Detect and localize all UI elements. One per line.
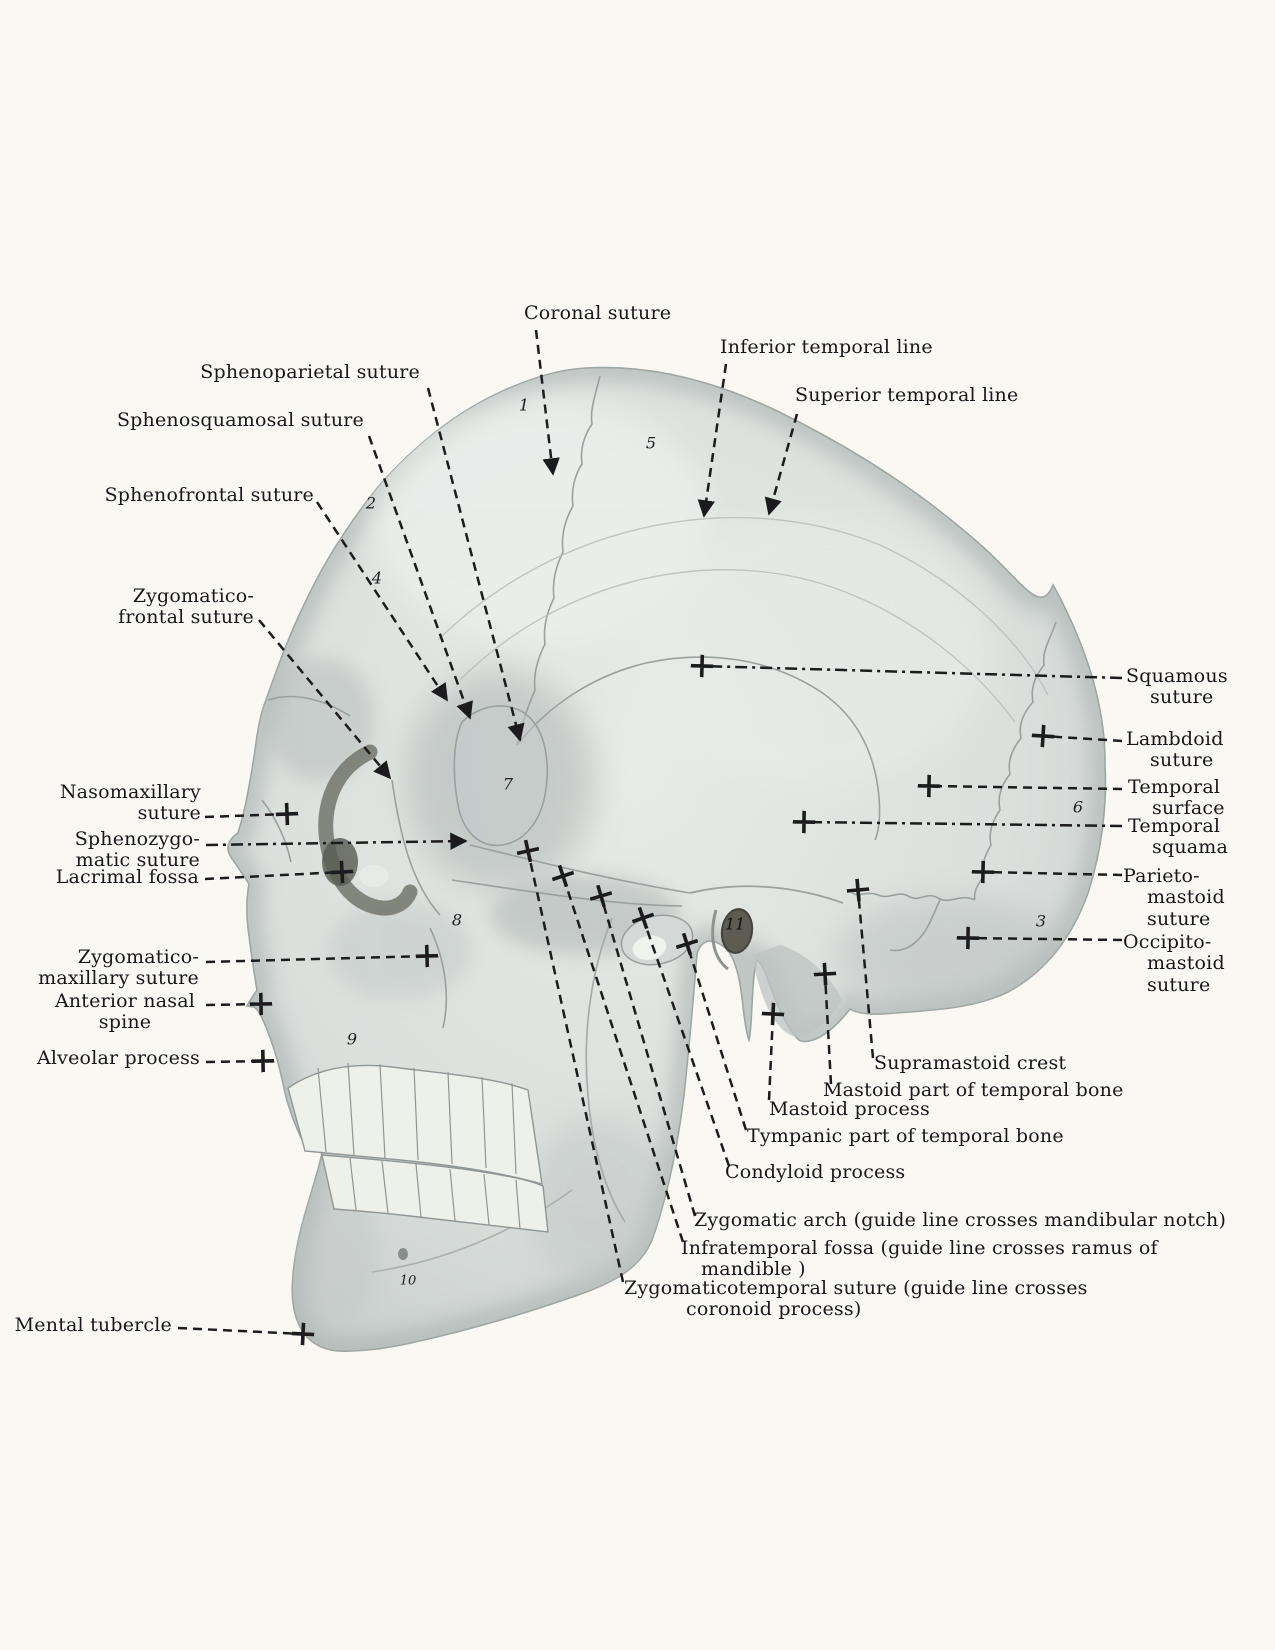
label-lacrimal-fossa: Lacrimal fossa	[55, 866, 199, 888]
figure-number-2: 2	[365, 493, 377, 513]
mental-foramen	[398, 1248, 408, 1260]
leader-sphenosquamosal-suture	[367, 435, 473, 720]
leader-lines	[177, 329, 1123, 1346]
teeth	[287, 1062, 549, 1233]
teeth-separators	[317, 1062, 521, 1230]
leader-mastoid-part	[813, 962, 837, 1085]
leader-sphenoparietal-suture	[426, 387, 525, 742]
label-parietomastoid-suture: Parieto- mastoid suture	[1123, 865, 1225, 930]
label-mental-tubercle: Mental tubercle	[14, 1314, 172, 1336]
brow-line	[267, 695, 351, 717]
superior-temporal-line-curve	[437, 516, 1049, 696]
leader-infratemporal-fossa	[551, 864, 685, 1243]
leader-nasomaxillary-suture	[204, 802, 299, 826]
label-lambdoid-suture: Lambdoid suture	[1126, 728, 1224, 772]
label-coronal-suture: Coronal suture	[524, 302, 672, 324]
leader-alveolar-process	[205, 1049, 275, 1073]
ear-canal	[720, 908, 754, 954]
label-zygomaticomaxillary-suture: Zygomatico- maxillary suture	[38, 946, 199, 990]
leader-squamous-suture	[690, 654, 1123, 680]
leader-sphenofrontal-suture	[315, 501, 449, 702]
label-infratemporal-fossa: Infratemporal fossa (guide line crosses …	[681, 1237, 1158, 1281]
label-alveolar-process: Alveolar process	[36, 1047, 200, 1069]
occipitomastoid-squiggle	[889, 899, 941, 952]
label-sphenosquamosal-suture: Sphenosquamosal suture	[116, 409, 364, 431]
leader-temporal-surface	[917, 774, 1123, 798]
leader-parietomastoid-suture	[971, 860, 1123, 884]
leader-zygomatic-arch	[589, 884, 697, 1217]
inferior-temporal-line-curve	[459, 569, 1016, 723]
label-supramastoid-crest: Supramastoid crest	[874, 1052, 1067, 1074]
zygomatic-arch-lower-line	[451, 879, 683, 907]
squamous-suture-line	[516, 656, 881, 841]
orbit-highlight	[359, 865, 389, 887]
label-temporal-squama: Temporal squama	[1128, 815, 1229, 859]
coronal-suture-line	[516, 375, 601, 746]
leader-lambdoid-suture	[1031, 724, 1123, 748]
figure-number-11: 11	[724, 914, 746, 934]
label-mastoid-process: Mastoid process	[769, 1098, 930, 1120]
label-temporal-surface: Temporal surface	[1128, 776, 1225, 820]
leader-supramastoid-crest	[846, 878, 875, 1059]
figure-number-7: 7	[502, 774, 514, 794]
label-sphenozygomatic-suture: Sphenozygo- matic suture	[74, 828, 200, 872]
leader-temporal-squama	[792, 810, 1123, 834]
figure-number-4: 4	[371, 568, 383, 588]
label-mastoid-part-of-temporal-bone: Mastoid part of temporal bone	[823, 1079, 1124, 1101]
label-superior-temporal-line: Superior temporal line	[795, 384, 1019, 406]
teeth-lower	[321, 1154, 549, 1233]
label-zygomaticofrontal-suture: Zygomatico- frontal suture	[118, 585, 254, 629]
figure-number-3: 3	[1035, 911, 1047, 931]
leader-anterior-nasal-spine	[205, 992, 273, 1016]
leader-coronal-suture	[534, 329, 560, 476]
figure-number-10: 10	[399, 1273, 417, 1289]
figure-number-9: 9	[346, 1029, 358, 1049]
figure-number-6: 6	[1072, 797, 1084, 817]
label-sphenoparietal-suture: Sphenoparietal suture	[200, 361, 420, 383]
orbital-rim-line	[391, 779, 441, 916]
label-sphenofrontal-suture: Sphenofrontal suture	[104, 484, 314, 506]
nasal-face-line	[261, 799, 292, 863]
leader-zygomaticomaxillary-suture	[205, 944, 439, 968]
label-nasomaxillary-suture: Nasomaxillary suture	[59, 781, 201, 825]
leader-occipitomastoid-suture	[956, 926, 1123, 950]
zygomatic-arch-upper-line	[469, 844, 691, 894]
ear-rim-line	[711, 909, 729, 971]
figure-number-5: 5	[645, 433, 657, 453]
leader-sphenozygomatic-suture	[205, 832, 468, 850]
leader-mental-tubercle	[177, 1322, 315, 1346]
label-condyloid-process: Condyloid process	[725, 1161, 906, 1183]
leader-superior-temporal-line	[764, 413, 799, 516]
label-occipitomastoid-suture: Occipito- mastoid suture	[1123, 931, 1225, 996]
figure-number-8: 8	[451, 910, 463, 930]
label-squamous-suture: Squamous suture	[1126, 665, 1228, 709]
label-zygomaticotemporal-suture: Zygomaticotemporal suture (guide line cr…	[624, 1277, 1088, 1321]
supramastoid-crest-line	[689, 885, 844, 904]
zygomaticomaxillary-line	[429, 927, 448, 1029]
mandible-oblique-line	[371, 1189, 573, 1273]
leader-zygomaticofrontal-suture	[258, 619, 392, 780]
teeth-upper	[287, 1064, 543, 1185]
label-inferior-temporal-line: Inferior temporal line	[720, 336, 933, 358]
ramus-anterior-border	[585, 917, 626, 1223]
leader-zygomaticotemporal-suture	[516, 839, 625, 1283]
leader-mastoid-process	[761, 1002, 785, 1101]
leader-condyloid-process	[631, 906, 731, 1167]
leader-tympanic-part	[675, 932, 748, 1131]
leader-inferior-temporal-line	[697, 363, 728, 518]
label-zygomatic-arch: Zygomatic arch (guide line crosses mandi…	[694, 1209, 1227, 1231]
figure-number-1: 1	[518, 395, 530, 415]
leader-lacrimal-fossa	[204, 860, 354, 884]
label-tympanic-part-of-temporal-bone: Tympanic part of temporal bone	[747, 1125, 1064, 1147]
lacrimal-fossa-shading	[322, 838, 358, 886]
sphenoid-outline	[453, 705, 548, 847]
label-anterior-nasal-spine: Anterior nasal spine	[54, 990, 196, 1034]
